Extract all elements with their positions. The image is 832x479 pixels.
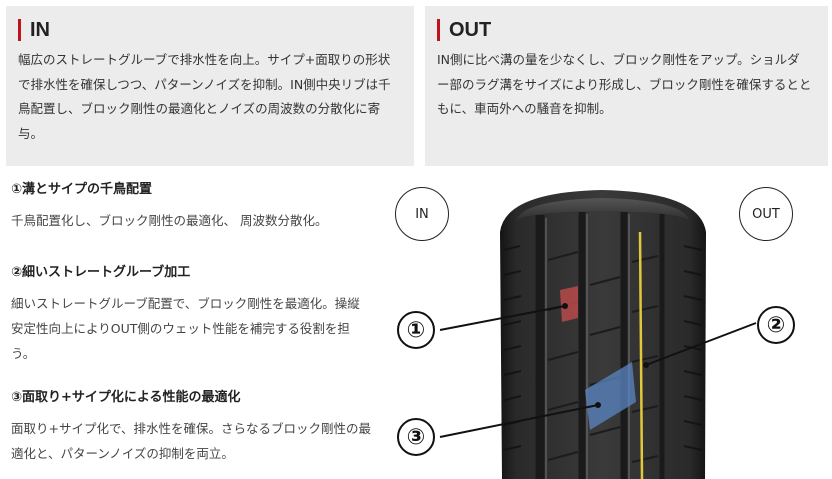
leader-dots	[562, 303, 649, 408]
leader-lines	[439, 305, 757, 438]
in-side-panel: IN 幅広のストレートグルーブで排水性を向上。サイプ+面取りの形状で排水性を確保…	[6, 6, 414, 166]
highlight-chamfer-sipe	[585, 362, 636, 430]
out-panel-header: OUT	[437, 16, 816, 44]
out-panel-title: OUT	[449, 18, 492, 41]
out-panel-description: IN側に比べ溝の量を少なくし、ブロック剛性をアップ。ショルダー部のラグ溝をサイズ…	[437, 52, 812, 116]
feature-title: ①溝とサイプの千鳥配置	[11, 182, 153, 197]
callout-1: ①	[397, 311, 435, 349]
feature-narrow-groove: ②細いストレートグルーブ加工 細いストレートグルーブ配置で、ブロック剛性を最適化…	[11, 264, 371, 366]
feature-description: 細いストレートグルーブ配置で、ブロック剛性を最適化。操縦安定性向上によりOUT側…	[11, 296, 360, 361]
highlight-narrow-groove	[638, 231, 644, 479]
in-panel-title: IN	[30, 18, 50, 41]
feature-description: 面取り+サイプ化で、排水性を確保。さらなるブロック剛性の最適化と、パターンノイズ…	[11, 421, 371, 461]
in-side-badge: IN	[395, 187, 449, 241]
out-side-badge: OUT	[739, 187, 793, 241]
in-panel-description: 幅広のストレートグルーブで排水性を向上。サイプ+面取りの形状で排水性を確保しつつ…	[18, 52, 391, 141]
in-panel-header: IN	[18, 16, 402, 44]
feature-title: ②細いストレートグルーブ加工	[11, 265, 191, 280]
accent-bar	[437, 19, 440, 41]
tire-tread	[500, 190, 706, 479]
out-side-panel: OUT IN側に比べ溝の量を少なくし、ブロック剛性をアップ。ショルダー部のラグ溝…	[425, 6, 828, 166]
feature-zigzag: ①溝とサイプの千鳥配置 千鳥配置化し、ブロック剛性の最適化、 周波数分散化。	[11, 181, 371, 233]
callout-3: ③	[397, 418, 435, 456]
accent-bar	[18, 19, 21, 41]
callout-2: ②	[757, 306, 795, 344]
feature-description: 千鳥配置化し、ブロック剛性の最適化、 周波数分散化。	[11, 213, 328, 228]
feature-title: ③面取り+サイプ化による性能の最適化	[11, 390, 241, 405]
highlight-zigzag-sipe	[560, 286, 578, 322]
feature-chamfer-sipe: ③面取り+サイプ化による性能の最適化 面取り+サイプ化で、排水性を確保。さらなる…	[11, 389, 371, 466]
